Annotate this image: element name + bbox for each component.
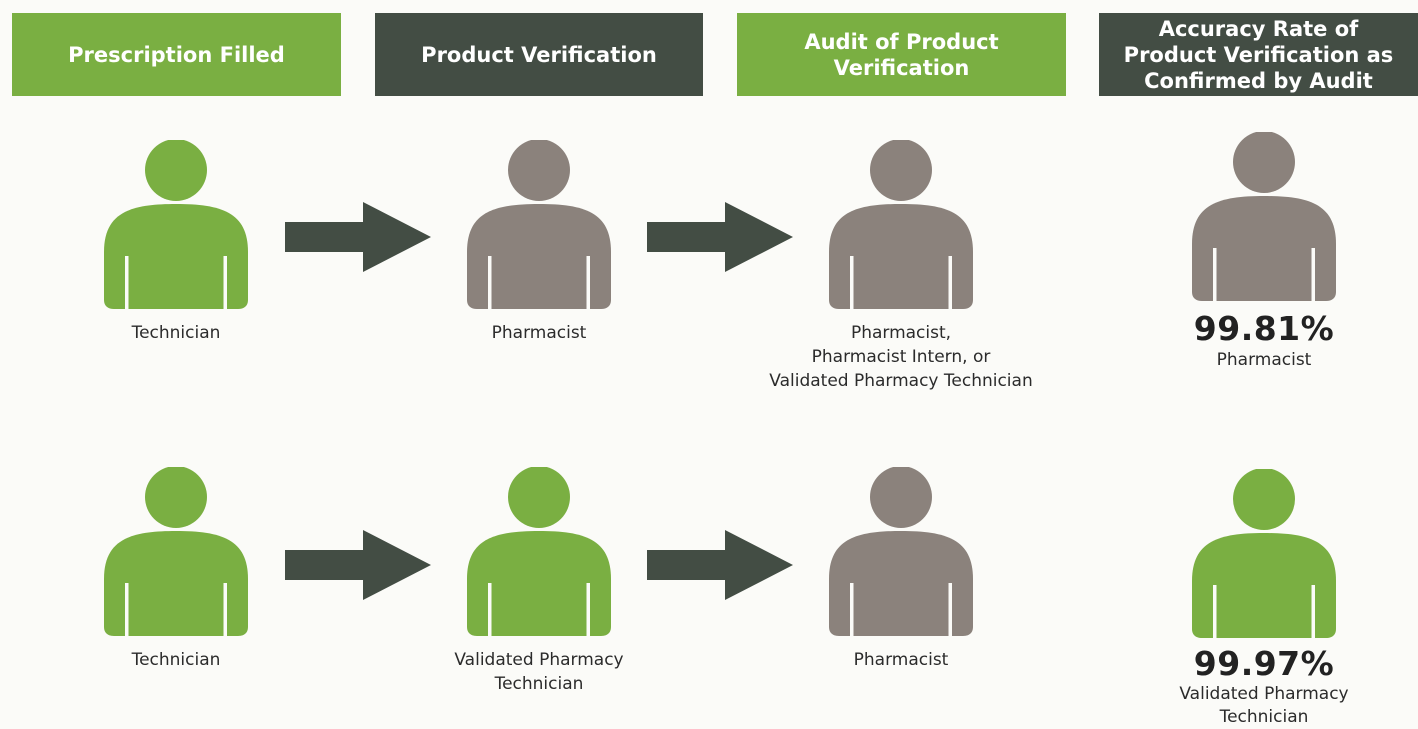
validated-technician-person-icon [464,467,614,637]
row2-filled-by-label: Technician [131,650,221,670]
pharmacist-person-icon [826,467,976,637]
arrow-icon [647,202,793,272]
arrow-icon [285,530,431,600]
technician-person-icon [101,140,251,310]
row2-audited-by-label: Pharmacist [853,650,949,670]
row2-rate-label: Validated Pharmacy Technician [1179,684,1349,727]
header-product-verification: Product Verification [375,13,703,96]
arrow-icon [647,530,793,600]
header-prescription-filled: Prescription Filled [12,13,341,96]
row1-audited-by-label: Pharmacist, Pharmacist Intern, or Valida… [769,323,1033,391]
header-accuracy-rate: Accuracy Rate of Product Verification as… [1099,13,1418,96]
validated-technician-result-person-icon [1189,469,1339,639]
row2-accuracy-rate: 99.97% [1193,644,1335,683]
pharmacist-result-person-icon [1189,132,1339,302]
row1-rate-label: Pharmacist [1216,350,1312,370]
row2-verified-by-label: Validated Pharmacy Technician [454,650,624,694]
technician-person-icon [101,467,251,637]
arrow-icon [285,202,431,272]
pharmacist-person-icon [464,140,614,310]
auditor-person-icon [826,140,976,310]
row1-accuracy-rate: 99.81% [1193,309,1335,348]
row1-filled-by-label: Technician [131,323,221,343]
row1-verified-by-label: Pharmacist [491,323,587,343]
header-audit: Audit of Product Verification [737,13,1066,96]
